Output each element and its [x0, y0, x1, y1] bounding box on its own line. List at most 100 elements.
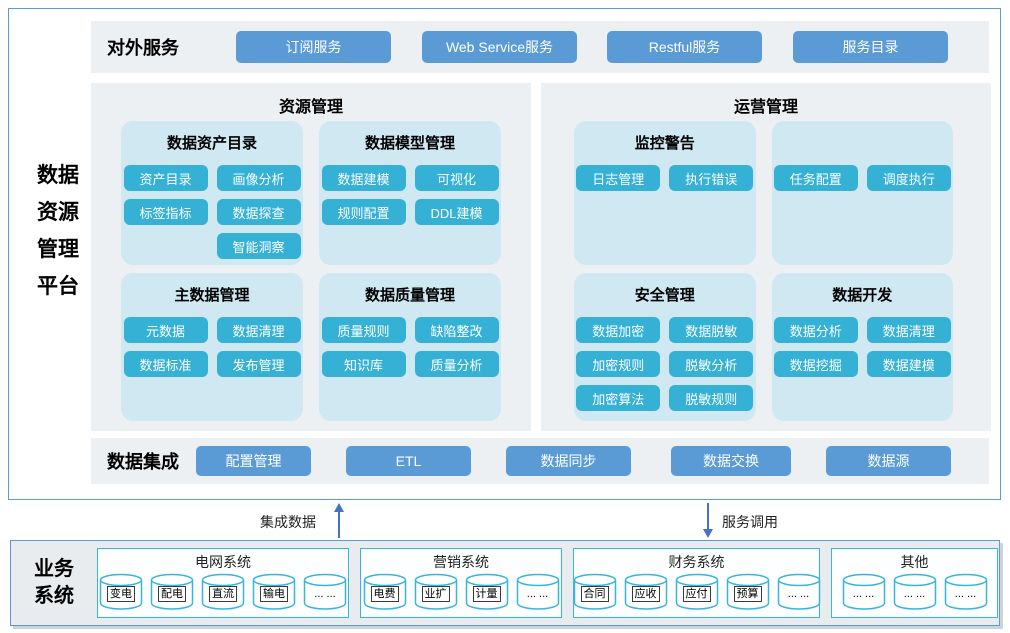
- subpanel-title: 数据质量管理: [364, 287, 455, 304]
- up-arrow-icon: [334, 503, 344, 538]
- feature-button-defect-fix[interactable]: 缺陷整改: [414, 317, 499, 343]
- business-systems-container: 业务 系统 电网系统 变电 配电 直流 输电: [10, 540, 1000, 626]
- feature-button-data-cleaning[interactable]: 数据清理: [216, 317, 301, 343]
- feature-button-data-cleaning-dev[interactable]: 数据清理: [866, 317, 951, 343]
- subpanel-monitor-alert: 监控警告 日志管理 执行错误: [574, 121, 756, 265]
- database-icon: 直流: [200, 572, 246, 612]
- service-button-restful[interactable]: Restful服务: [607, 31, 762, 63]
- database-icon: 输电: [251, 572, 297, 612]
- feature-button-data-modeling-dev[interactable]: 数据建模: [866, 351, 951, 377]
- subpanel-title: [772, 131, 954, 157]
- feature-button-task-config[interactable]: 任务配置: [773, 165, 858, 191]
- subpanel-security-management: 安全管理 数据加密 数据脱敏 加密规则 脱敏分析 加密算法 脱敏规则: [574, 273, 756, 421]
- system-item-label: 应收: [631, 586, 660, 603]
- subpanel-title: 监控警告: [634, 135, 695, 152]
- service-button-webservice[interactable]: Web Service服务: [422, 31, 577, 63]
- down-arrow-icon: [703, 503, 713, 538]
- subpanel-data-model-management: 数据模型管理 数据建模 可视化 规则配置 DDL建模: [319, 121, 501, 265]
- resource-groups-grid: 数据资产目录 资产目录 画像分析 标签指标 数据探查 智能洞察 数据模型管理 数…: [91, 113, 531, 421]
- integrate-data-flow-label: 集成数据: [260, 514, 316, 530]
- platform-container: 数据 资源 管理 平台 对外服务 订阅服务 Web Service服务 Rest…: [8, 8, 1001, 500]
- feature-button-encryption-rule[interactable]: 加密规则: [576, 351, 661, 377]
- database-icon: 应收: [623, 572, 669, 612]
- feature-button-log-management[interactable]: 日志管理: [576, 165, 661, 191]
- system-group-other: 其他 ... ... ... ... ... ...: [831, 548, 998, 618]
- integration-button-data-exchange[interactable]: 数据交换: [671, 446, 791, 476]
- feature-button-knowledge-base[interactable]: 知识库: [321, 351, 406, 377]
- feature-button-profile-analysis[interactable]: 画像分析: [216, 165, 301, 191]
- business-systems-label: 业务 系统: [11, 556, 97, 610]
- feature-button-smart-insight[interactable]: 智能洞察: [216, 233, 301, 259]
- operation-management-title: 运营管理: [733, 99, 798, 116]
- resource-management-title: 资源管理: [278, 99, 343, 116]
- integration-button-etl[interactable]: ETL: [346, 446, 471, 476]
- integration-button-data-source[interactable]: 数据源: [826, 446, 951, 476]
- database-icon: 合同: [572, 572, 618, 612]
- feature-button-data-standard[interactable]: 数据标准: [123, 351, 208, 377]
- feature-button-tag-index[interactable]: 标签指标: [123, 199, 208, 225]
- feature-button-rule-config[interactable]: 规则配置: [321, 199, 406, 225]
- feature-button-ddl-modeling[interactable]: DDL建模: [414, 199, 499, 225]
- platform-title-line: 资源: [37, 201, 79, 224]
- feature-button-data-mining[interactable]: 数据挖掘: [773, 351, 858, 377]
- database-icon: ... ...: [892, 572, 938, 612]
- feature-button-visualization[interactable]: 可视化: [414, 165, 499, 191]
- data-integration-bar: 数据集成 配置管理 ETL 数据同步 数据交换 数据源: [91, 438, 989, 484]
- service-button-subscribe[interactable]: 订阅服务: [236, 31, 391, 63]
- database-icon: 变电: [98, 572, 144, 612]
- platform-title-line: 平台: [37, 275, 79, 298]
- feature-button-metadata[interactable]: 元数据: [123, 317, 208, 343]
- subpanel-title: 数据模型管理: [364, 135, 455, 152]
- business-label-line: 业务: [34, 558, 74, 580]
- database-icon: 电费: [362, 572, 408, 612]
- feature-button-data-encryption[interactable]: 数据加密: [576, 317, 661, 343]
- system-item-label: ... ...: [312, 587, 338, 602]
- system-item-label: 应付: [682, 586, 711, 603]
- external-services-label: 对外服务: [107, 38, 179, 58]
- feature-button-masking-analysis[interactable]: 脱敏分析: [669, 351, 754, 377]
- feature-button-data-masking[interactable]: 数据脱敏: [669, 317, 754, 343]
- service-button-catalog[interactable]: 服务目录: [793, 31, 948, 63]
- database-icon: 应付: [674, 572, 720, 612]
- database-icon: ... ...: [841, 572, 887, 612]
- system-item-label: 计量: [472, 586, 501, 603]
- database-icon: ... ...: [302, 572, 348, 612]
- business-label-line: 系统: [34, 585, 74, 607]
- integration-button-config-management[interactable]: 配置管理: [196, 446, 311, 476]
- subpanel-title: 主数据管理: [174, 287, 250, 304]
- feature-button-masking-rule[interactable]: 脱敏规则: [669, 385, 754, 411]
- integration-button-data-sync[interactable]: 数据同步: [506, 446, 631, 476]
- system-group-title: 电网系统: [195, 554, 251, 570]
- feature-button-asset-catalog[interactable]: 资产目录: [123, 165, 208, 191]
- system-item-label: 合同: [580, 586, 609, 603]
- system-item-label: 直流: [209, 586, 237, 603]
- system-item-label: 电费: [370, 586, 399, 603]
- database-icon: 业扩: [413, 572, 459, 612]
- feature-button-quality-rule[interactable]: 质量规则: [321, 317, 406, 343]
- system-group-marketing: 营销系统 电费 业扩 计量 ... ...: [360, 548, 562, 618]
- system-item-label: ... ...: [524, 587, 551, 602]
- service-call-flow-label: 服务调用: [722, 514, 778, 530]
- system-item-label: ... ...: [952, 587, 979, 602]
- feature-button-data-explore[interactable]: 数据探查: [216, 199, 301, 225]
- platform-title-line: 数据: [37, 164, 79, 187]
- feature-button-data-modeling[interactable]: 数据建模: [321, 165, 406, 191]
- database-icon: ... ...: [776, 572, 822, 612]
- external-services-bar: 对外服务 订阅服务 Web Service服务 Restful服务 服务目录: [91, 21, 989, 73]
- feature-button-execution-error[interactable]: 执行错误: [669, 165, 754, 191]
- subpanel-title: 数据资产目录: [166, 135, 257, 152]
- feature-button-publish-management[interactable]: 发布管理: [216, 351, 301, 377]
- subpanel-data-development: 数据开发 数据分析 数据清理 数据挖掘 数据建模: [771, 273, 953, 421]
- feature-button-data-analysis[interactable]: 数据分析: [773, 317, 858, 343]
- database-icon: 计量: [464, 572, 510, 612]
- system-item-label: ... ...: [785, 587, 812, 602]
- feature-button-schedule-execution[interactable]: 调度执行: [866, 165, 951, 191]
- operation-groups-grid: 监控警告 日志管理 执行错误 任务配置 调度执行 安全管理 数据加密 数据脱敏: [541, 113, 991, 421]
- database-icon: ... ...: [943, 572, 989, 612]
- system-item-label: 输电: [260, 586, 288, 603]
- feature-button-quality-analysis[interactable]: 质量分析: [414, 351, 499, 377]
- subpanel-data-asset-catalog: 数据资产目录 资产目录 画像分析 标签指标 数据探查 智能洞察: [121, 121, 303, 265]
- operation-management-panel: 运营管理 监控警告 日志管理 执行错误 任务配置 调度执行 安全管理 数据: [541, 83, 991, 431]
- system-group-power-grid: 电网系统 变电 配电 直流 输电: [97, 548, 349, 618]
- feature-button-encryption-algorithm[interactable]: 加密算法: [576, 385, 661, 411]
